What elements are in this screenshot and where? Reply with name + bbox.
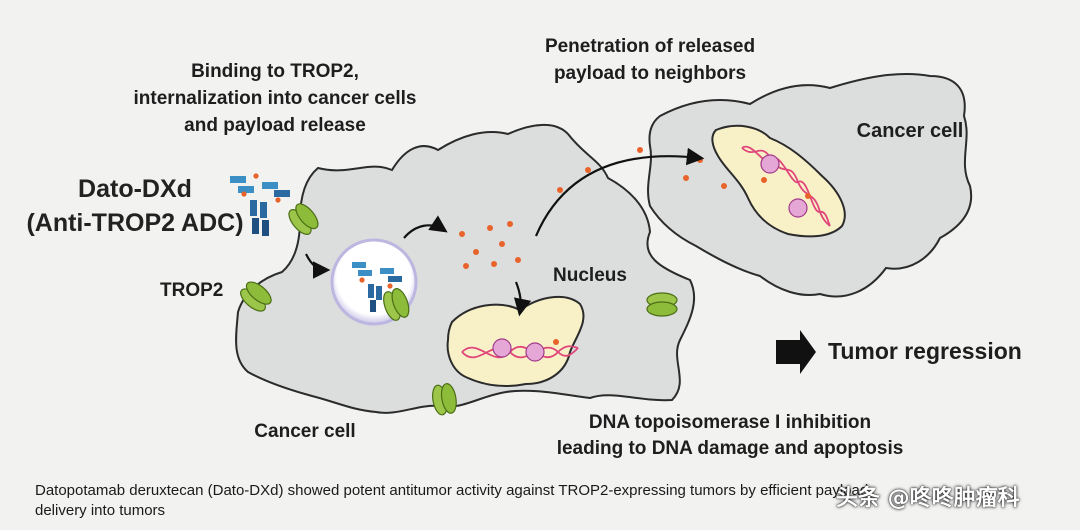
topo-line-1: DNA topoisomerase I inhibition — [588, 412, 872, 433]
drug-line-1: Dato-DXd — [78, 175, 192, 203]
adc-antibody — [230, 173, 290, 236]
cancer-cell-bottom-label: Cancer cell — [254, 421, 356, 442]
binding-line-2: internalization into cancer cells — [133, 88, 417, 109]
binding-line-3: and payload release — [184, 115, 366, 136]
nucleus-label: Nucleus — [553, 265, 627, 286]
nucleus-neighbor — [711, 124, 846, 238]
drug-line-2: (Anti-TROP2 ADC) — [26, 209, 244, 237]
cancer-cell-right-label: Cancer cell — [856, 120, 964, 142]
tumor-regression-label: Tumor regression — [828, 338, 1022, 364]
topo-label: DNA topoisomerase I inhibition leading t… — [500, 410, 960, 462]
penetration-line-1: Penetration of released — [544, 36, 756, 57]
drug-label: Dato-DXd (Anti-TROP2 ADC) — [0, 172, 270, 240]
penetration-label: Penetration of released payload to neigh… — [500, 33, 800, 87]
topo-line-2: leading to DNA damage and apoptosis — [556, 438, 904, 459]
binding-line-1: Binding to TROP2, — [191, 61, 359, 82]
caption-line-2: delivery into tumors — [35, 502, 166, 519]
caption-line-1: Datopotamab deruxtecan (Dato-DXd) showed… — [35, 482, 869, 499]
watermark: 头条 @咚咚肿瘤科 — [836, 486, 1020, 511]
binding-label: Binding to TROP2, internalization into c… — [110, 58, 440, 139]
caption: Datopotamab deruxtecan (Dato-DXd) showed… — [35, 481, 1075, 521]
penetration-line-2: payload to neighbors — [553, 63, 747, 84]
regression-arrow-icon — [776, 330, 816, 374]
trop2-label: TROP2 — [160, 280, 224, 301]
main-cancer-cell — [235, 123, 696, 414]
